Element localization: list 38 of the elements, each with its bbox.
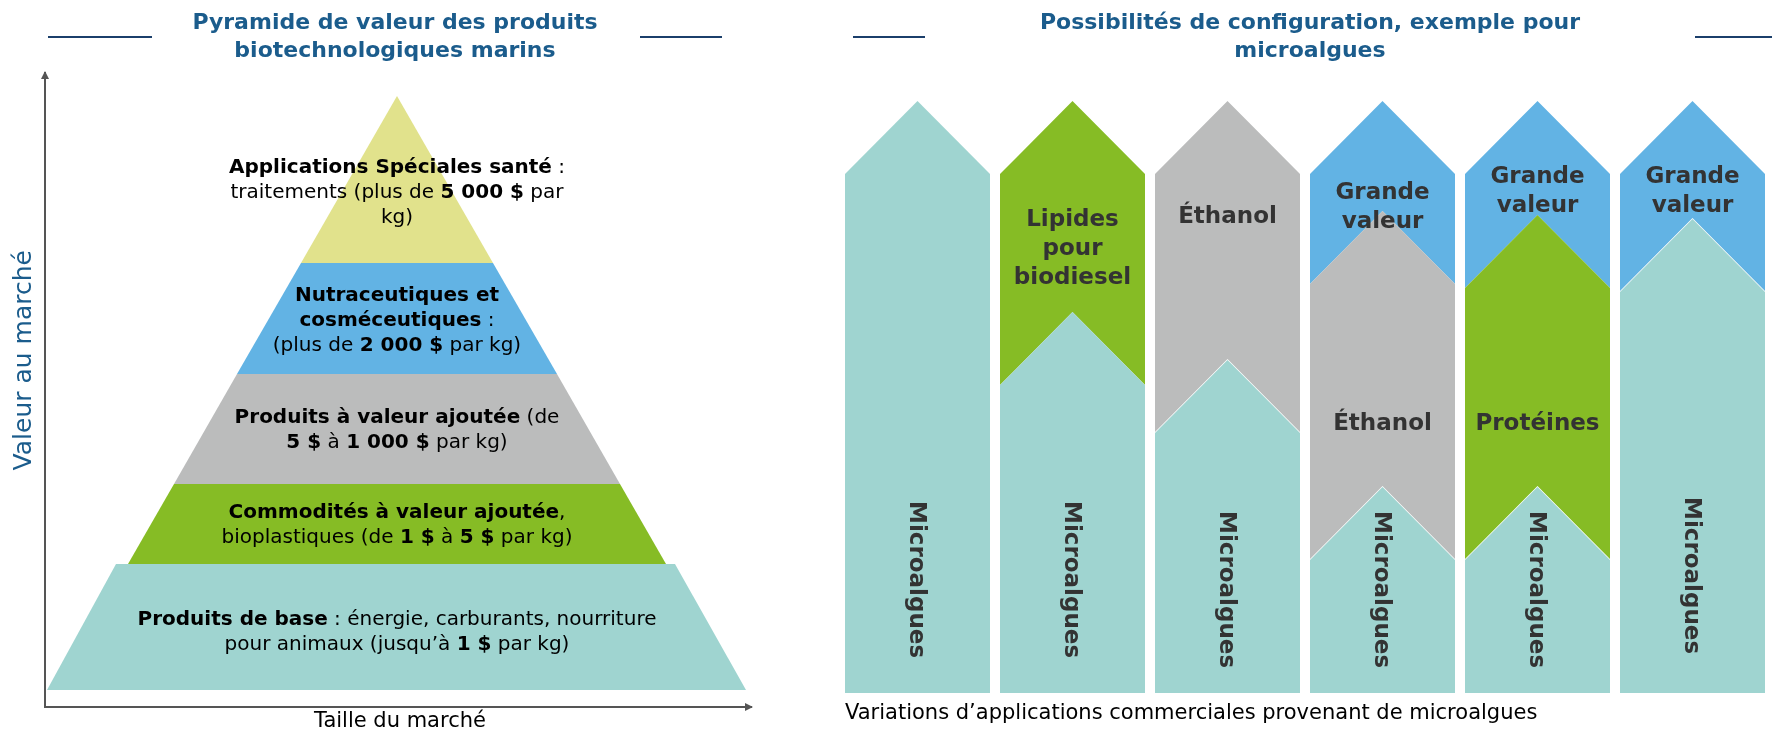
layer-label: Nutraceutiques et cosméceutiques : (plus de 2 000 $ par kg): [272, 281, 522, 357]
layer-label: Produits de base : énergie, carburants, nourriture pour animaux (jusqu’à 1 $ par kg): [136, 606, 658, 656]
segment-label: Microalgues: [1679, 497, 1707, 655]
axis-title: Valeur au marché: [8, 250, 37, 471]
pyramid-layer: [128, 484, 666, 564]
pyramid-layer: [47, 564, 746, 690]
arrow-segment: [1310, 487, 1455, 693]
arrow-segment: [1155, 360, 1300, 693]
caption: Variations d’applications commerciales provenant de microalgues: [845, 700, 1538, 724]
arrow-segment: [1620, 101, 1765, 291]
arrow-segment: [1000, 101, 1145, 385]
pyramid-layer: [174, 374, 620, 484]
segment-label: Grande valeur: [1489, 161, 1586, 219]
segment-label: Éthanol: [1333, 407, 1432, 437]
pyramid-layer: [237, 263, 557, 374]
arrow-segment: [1620, 219, 1765, 693]
segment-label: Microalgues: [1369, 511, 1397, 669]
segment-label: Microalgues: [1214, 511, 1242, 669]
panel-title: Possibilités de configuration, exemple pour microalgues: [1038, 8, 1582, 64]
segment-label: Microalgues: [904, 501, 932, 659]
layer-label: Commodités à valeur ajoutée, bioplastiques (de 1 $ à 5 $ par kg): [220, 499, 574, 549]
panel-title: Pyramide de valeur des produits biotechnologiques marins: [191, 8, 599, 64]
layer-label: Applications Spéciales santé : traitements (plus de 5 000 $ par kg): [227, 153, 567, 229]
axis-title: Taille du marché: [313, 708, 487, 732]
arrow-segment: [1310, 101, 1455, 284]
segment-label: Protéines: [1475, 407, 1600, 437]
layer-label: Produits à valeur ajoutée (de 5 $ à 1 000 $ par kg): [233, 404, 561, 454]
segment-label: Grande valeur: [1334, 177, 1431, 235]
arrow-segment: [1465, 101, 1610, 288]
segment-label: Lipides pour biodiesel: [1012, 203, 1133, 291]
segment-label: Grande valeur: [1644, 161, 1741, 219]
segment-label: Éthanol: [1178, 200, 1277, 230]
arrow-segment: [1155, 101, 1300, 432]
pyramid-layer: [227, 96, 567, 263]
arrow-segment: [845, 101, 990, 693]
arrow-segment: [1465, 487, 1610, 693]
segment-label: Microalgues: [1059, 501, 1087, 659]
segment-label: Microalgues: [1524, 511, 1552, 669]
